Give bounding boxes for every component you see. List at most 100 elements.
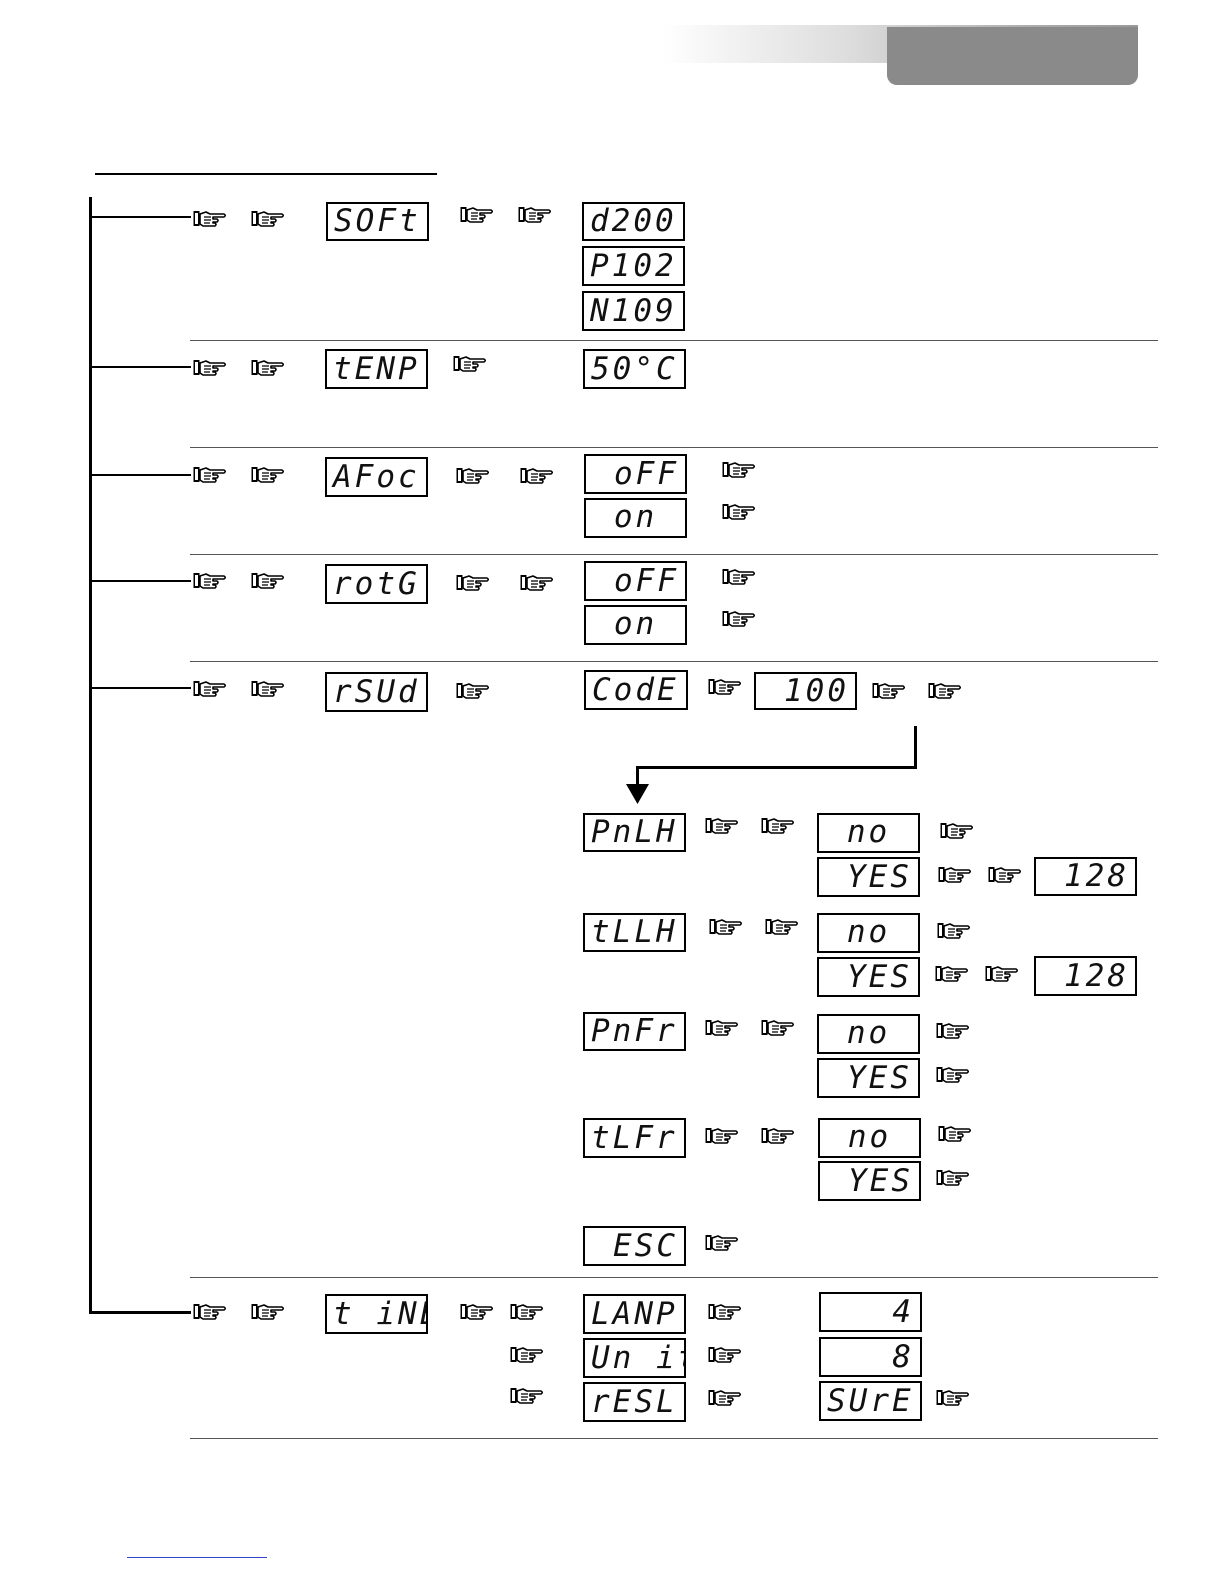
rsud-option-display: no	[817, 1014, 920, 1054]
row-separator	[190, 1277, 1158, 1278]
pointing-hand-icon	[193, 1301, 227, 1323]
pointing-hand-icon	[988, 864, 1022, 886]
pointing-hand-icon	[251, 464, 285, 486]
pointing-hand-icon	[938, 1123, 972, 1145]
flow-connector	[636, 766, 917, 769]
branch-soft	[89, 216, 191, 218]
pointing-hand-icon	[985, 963, 1019, 985]
rsud-submenu-display: PnLH	[583, 813, 686, 852]
rsud-value-display: 128	[1034, 857, 1137, 896]
pointing-hand-icon	[251, 570, 285, 592]
branch-temp	[89, 366, 191, 368]
time-item-display: LANP	[583, 1294, 686, 1334]
temp-value-display: 50°C	[583, 349, 686, 389]
pointing-hand-icon	[940, 820, 974, 842]
pointing-hand-icon	[722, 566, 756, 588]
row-separator	[190, 661, 1158, 662]
pointing-hand-icon	[936, 1064, 970, 1086]
soft-option-display: P102	[582, 246, 685, 286]
pointing-hand-icon	[453, 353, 487, 375]
branch-rotg	[89, 580, 191, 582]
pointing-hand-icon	[722, 501, 756, 523]
pointing-hand-icon	[722, 608, 756, 630]
pointing-hand-icon	[193, 464, 227, 486]
rsud-submenu-display: tLFr	[583, 1118, 686, 1158]
rsud-menu-display: rSUd	[325, 672, 428, 712]
soft-option-display: N109	[582, 291, 685, 331]
pointing-hand-icon	[708, 1301, 742, 1323]
rsud-code-value-display: 100	[754, 672, 857, 710]
rsud-escape-display: ESC	[583, 1226, 686, 1266]
arrow-down-icon	[626, 784, 649, 804]
rsud-option-display: no	[818, 1118, 921, 1158]
time-item-display: rESL	[583, 1382, 686, 1422]
pointing-hand-icon	[520, 572, 554, 594]
row-separator	[190, 340, 1158, 341]
pointing-hand-icon	[510, 1344, 544, 1366]
temp-menu-display: tENP	[325, 349, 428, 389]
pointing-hand-icon	[935, 963, 969, 985]
pointing-hand-icon	[936, 1167, 970, 1189]
soft-option-display: d200	[582, 202, 685, 241]
time-value-display: 4	[819, 1292, 922, 1332]
soft-menu-display: SOFt	[326, 202, 429, 241]
pointing-hand-icon	[460, 204, 494, 226]
pointing-hand-icon	[456, 465, 490, 487]
pointing-hand-icon	[705, 1125, 739, 1147]
pointing-hand-icon	[761, 1017, 795, 1039]
rsud-option-display: YES	[818, 1161, 921, 1201]
pointing-hand-icon	[761, 1125, 795, 1147]
pointing-hand-icon	[456, 572, 490, 594]
menu-tree-trunk	[89, 197, 92, 1313]
pointing-hand-icon	[510, 1301, 544, 1323]
row-separator	[190, 1438, 1158, 1439]
rsud-option-display: no	[817, 813, 920, 853]
pointing-hand-icon	[518, 204, 552, 226]
pointing-hand-icon	[251, 357, 285, 379]
pointing-hand-icon	[937, 920, 971, 942]
time-item-display: Un it	[583, 1338, 686, 1378]
time-value-display: SUrE	[819, 1381, 922, 1421]
pointing-hand-icon	[708, 1344, 742, 1366]
pointing-hand-icon	[708, 1387, 742, 1409]
flow-connector	[914, 726, 917, 769]
pointing-hand-icon	[705, 815, 739, 837]
rsud-submenu-display: PnFr	[583, 1012, 686, 1051]
rsud-option-display: YES	[817, 957, 920, 997]
pointing-hand-icon	[928, 680, 962, 702]
pointing-hand-icon	[193, 357, 227, 379]
rotg-option-display: on	[584, 605, 687, 645]
rsud-option-display: YES	[817, 1058, 920, 1098]
branch-rsud	[89, 687, 191, 689]
pointing-hand-icon	[936, 1020, 970, 1042]
pointing-hand-icon	[765, 916, 799, 938]
afoc-option-display: oFF	[584, 454, 687, 494]
pointing-hand-icon	[705, 1017, 739, 1039]
rsud-value-display: 128	[1034, 956, 1137, 996]
pointing-hand-icon	[709, 916, 743, 938]
time-value-display: 8	[819, 1337, 922, 1377]
rsud-option-display: no	[817, 913, 920, 953]
pointing-hand-icon	[510, 1385, 544, 1407]
rsud-option-display: YES	[817, 857, 920, 897]
header-tab	[887, 27, 1138, 85]
pointing-hand-icon	[456, 680, 490, 702]
row-separator	[190, 447, 1158, 448]
pointing-hand-icon	[936, 1387, 970, 1409]
pointing-hand-icon	[251, 1301, 285, 1323]
afoc-option-display: on	[584, 498, 687, 538]
branch-time	[89, 1311, 191, 1314]
pointing-hand-icon	[872, 680, 906, 702]
rsud-code-label-display: CodE	[584, 670, 688, 710]
pointing-hand-icon	[938, 864, 972, 886]
pointing-hand-icon	[761, 815, 795, 837]
pointing-hand-icon	[705, 1232, 739, 1254]
pointing-hand-icon	[722, 459, 756, 481]
pointing-hand-icon	[520, 465, 554, 487]
pointing-hand-icon	[708, 676, 742, 698]
time-menu-display: t iNE	[325, 1294, 428, 1334]
title-underline	[95, 173, 437, 175]
rotg-menu-display: rotG	[325, 564, 428, 604]
pointing-hand-icon	[251, 208, 285, 230]
afoc-menu-display: AFoc	[325, 457, 428, 497]
